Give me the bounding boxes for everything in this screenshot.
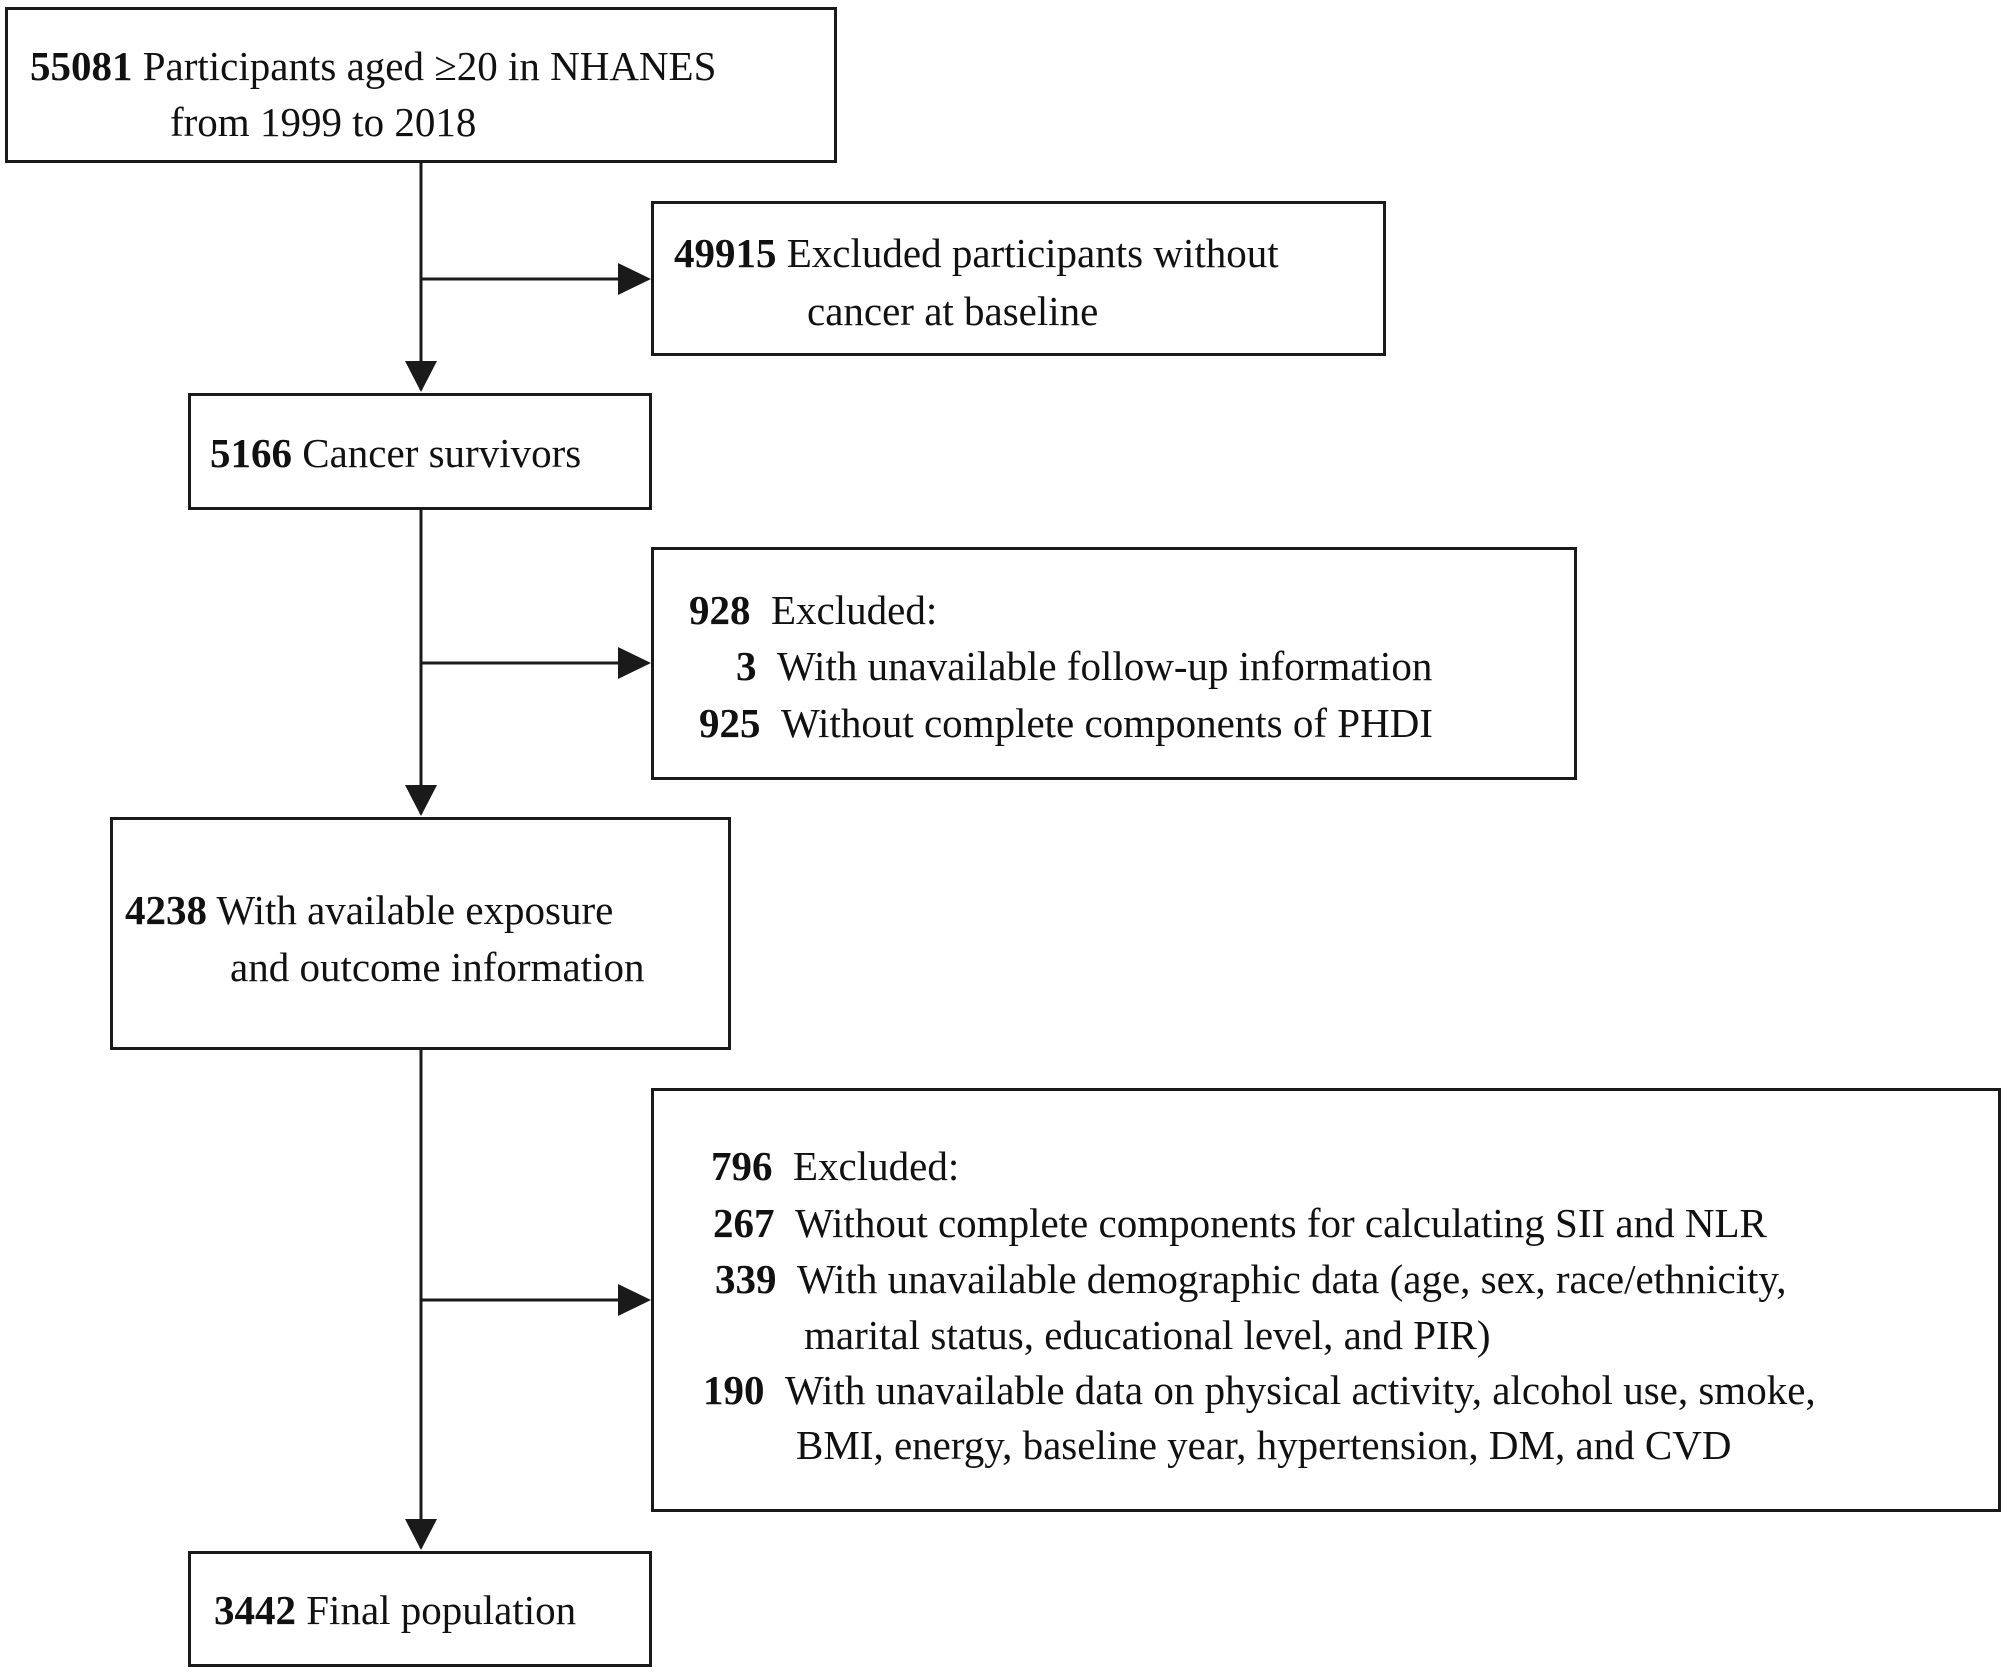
available-line1: With available exposure: [216, 887, 614, 933]
excl-lifestyle-line1: With unavailable data on physical activi…: [785, 1367, 1816, 1413]
box-total-participants: 55081 Participants aged ≥20 in NHANES fr…: [5, 7, 837, 163]
count-excl-928: 928: [689, 587, 751, 633]
count-final: 3442: [214, 1587, 296, 1633]
arrowhead-excl-796: [618, 1284, 651, 1316]
survivors-label: Cancer survivors: [302, 430, 582, 476]
available-line2: and outcome information: [230, 944, 645, 990]
total-label-line1: Participants aged ≥20 in NHANES: [142, 43, 717, 89]
count-excl-cancer: 49915: [674, 230, 777, 276]
count-excl-demographic: 339: [715, 1256, 777, 1302]
arrowhead-survivors: [405, 361, 437, 392]
excl-demographic-line1: With unavailable demographic data (age, …: [797, 1256, 1787, 1302]
arrowhead-excl-cancer: [618, 263, 651, 295]
excl-cancer-line1: Excluded participants without: [786, 230, 1279, 276]
excl-phdi-text: Without complete components of PHDI: [781, 700, 1433, 746]
arrowhead-final: [405, 1519, 437, 1550]
arrowhead-excl-928: [618, 647, 651, 679]
box-excluded-928: 928 Excluded: 3 With unavailable follow-…: [651, 547, 1577, 780]
excl-928-label: Excluded:: [771, 587, 938, 633]
excl-lifestyle-line2: BMI, energy, baseline year, hypertension…: [796, 1422, 1732, 1468]
count-survivors: 5166: [210, 430, 292, 476]
final-label: Final population: [306, 1587, 577, 1633]
count-excl-sii: 267: [713, 1200, 775, 1246]
box-excluded-no-cancer: 49915 Excluded participants without canc…: [651, 201, 1386, 356]
excl-cancer-line2: cancer at baseline: [807, 288, 1099, 334]
excl-demographic-line2: marital status, educational level, and P…: [804, 1312, 1491, 1358]
arrowhead-available: [405, 785, 437, 816]
box-excluded-796: 796 Excluded: 267 Without complete compo…: [651, 1088, 2001, 1512]
count-excl-lifestyle: 190: [703, 1367, 765, 1413]
count-available: 4238: [125, 887, 207, 933]
excl-followup-text: With unavailable follow-up information: [777, 643, 1433, 689]
count-total: 55081: [30, 43, 133, 89]
count-excl-followup: 3: [736, 643, 757, 689]
box-available-info: 4238 With available exposure and outcome…: [110, 817, 731, 1050]
total-label-line2: from 1999 to 2018: [170, 99, 477, 145]
box-final-population: 3442 Final population: [188, 1551, 652, 1667]
count-excl-796: 796: [711, 1143, 773, 1189]
count-excl-phdi: 925: [699, 700, 761, 746]
box-cancer-survivors: 5166 Cancer survivors: [188, 393, 652, 510]
excl-sii-text: Without complete components for calculat…: [795, 1200, 1767, 1246]
excl-796-label: Excluded:: [793, 1143, 960, 1189]
